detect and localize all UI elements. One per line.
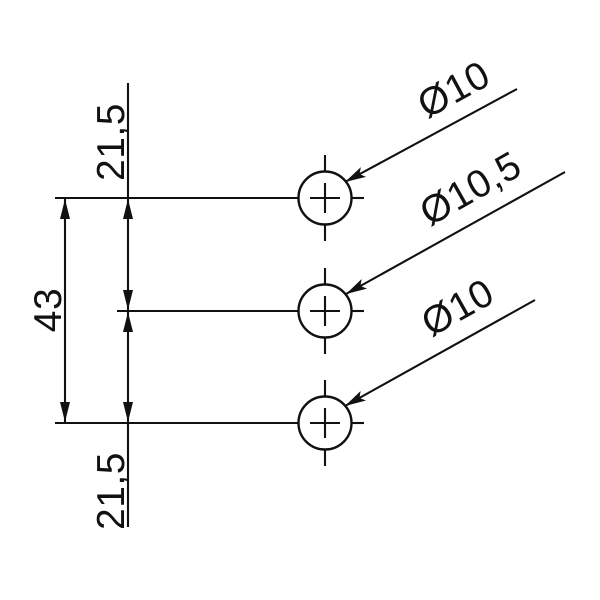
leader-line <box>345 171 566 295</box>
dimension-hole-spacing: 21,5 21,5 <box>90 83 133 530</box>
hole-circle <box>297 283 353 339</box>
dimension-label: 43 <box>27 288 70 332</box>
dimension-total-span: 43 <box>27 198 70 423</box>
leader-line <box>344 299 536 407</box>
leader-arrowhead-icon <box>345 167 367 182</box>
leader-arrowhead-icon <box>345 390 367 406</box>
leader-arrowhead-icon <box>346 278 368 294</box>
hole-symbol-bottom <box>55 380 364 466</box>
arrowhead-down-icon <box>60 402 70 422</box>
dimension-label-top: 21,5 <box>90 103 133 181</box>
leader-line <box>344 88 518 183</box>
arrowhead-down-icon <box>123 402 133 422</box>
hole-circle <box>297 170 353 226</box>
dimension-label-bottom: 21,5 <box>90 452 133 530</box>
arrowhead-up-icon <box>60 199 70 219</box>
hole-symbol-middle <box>117 268 364 354</box>
hole-symbol-top <box>55 155 364 241</box>
hole-circle <box>297 395 353 451</box>
arrowhead-up-icon <box>123 199 133 219</box>
arrowhead-down-icon <box>123 290 133 310</box>
arrowhead-up-icon <box>123 312 133 332</box>
